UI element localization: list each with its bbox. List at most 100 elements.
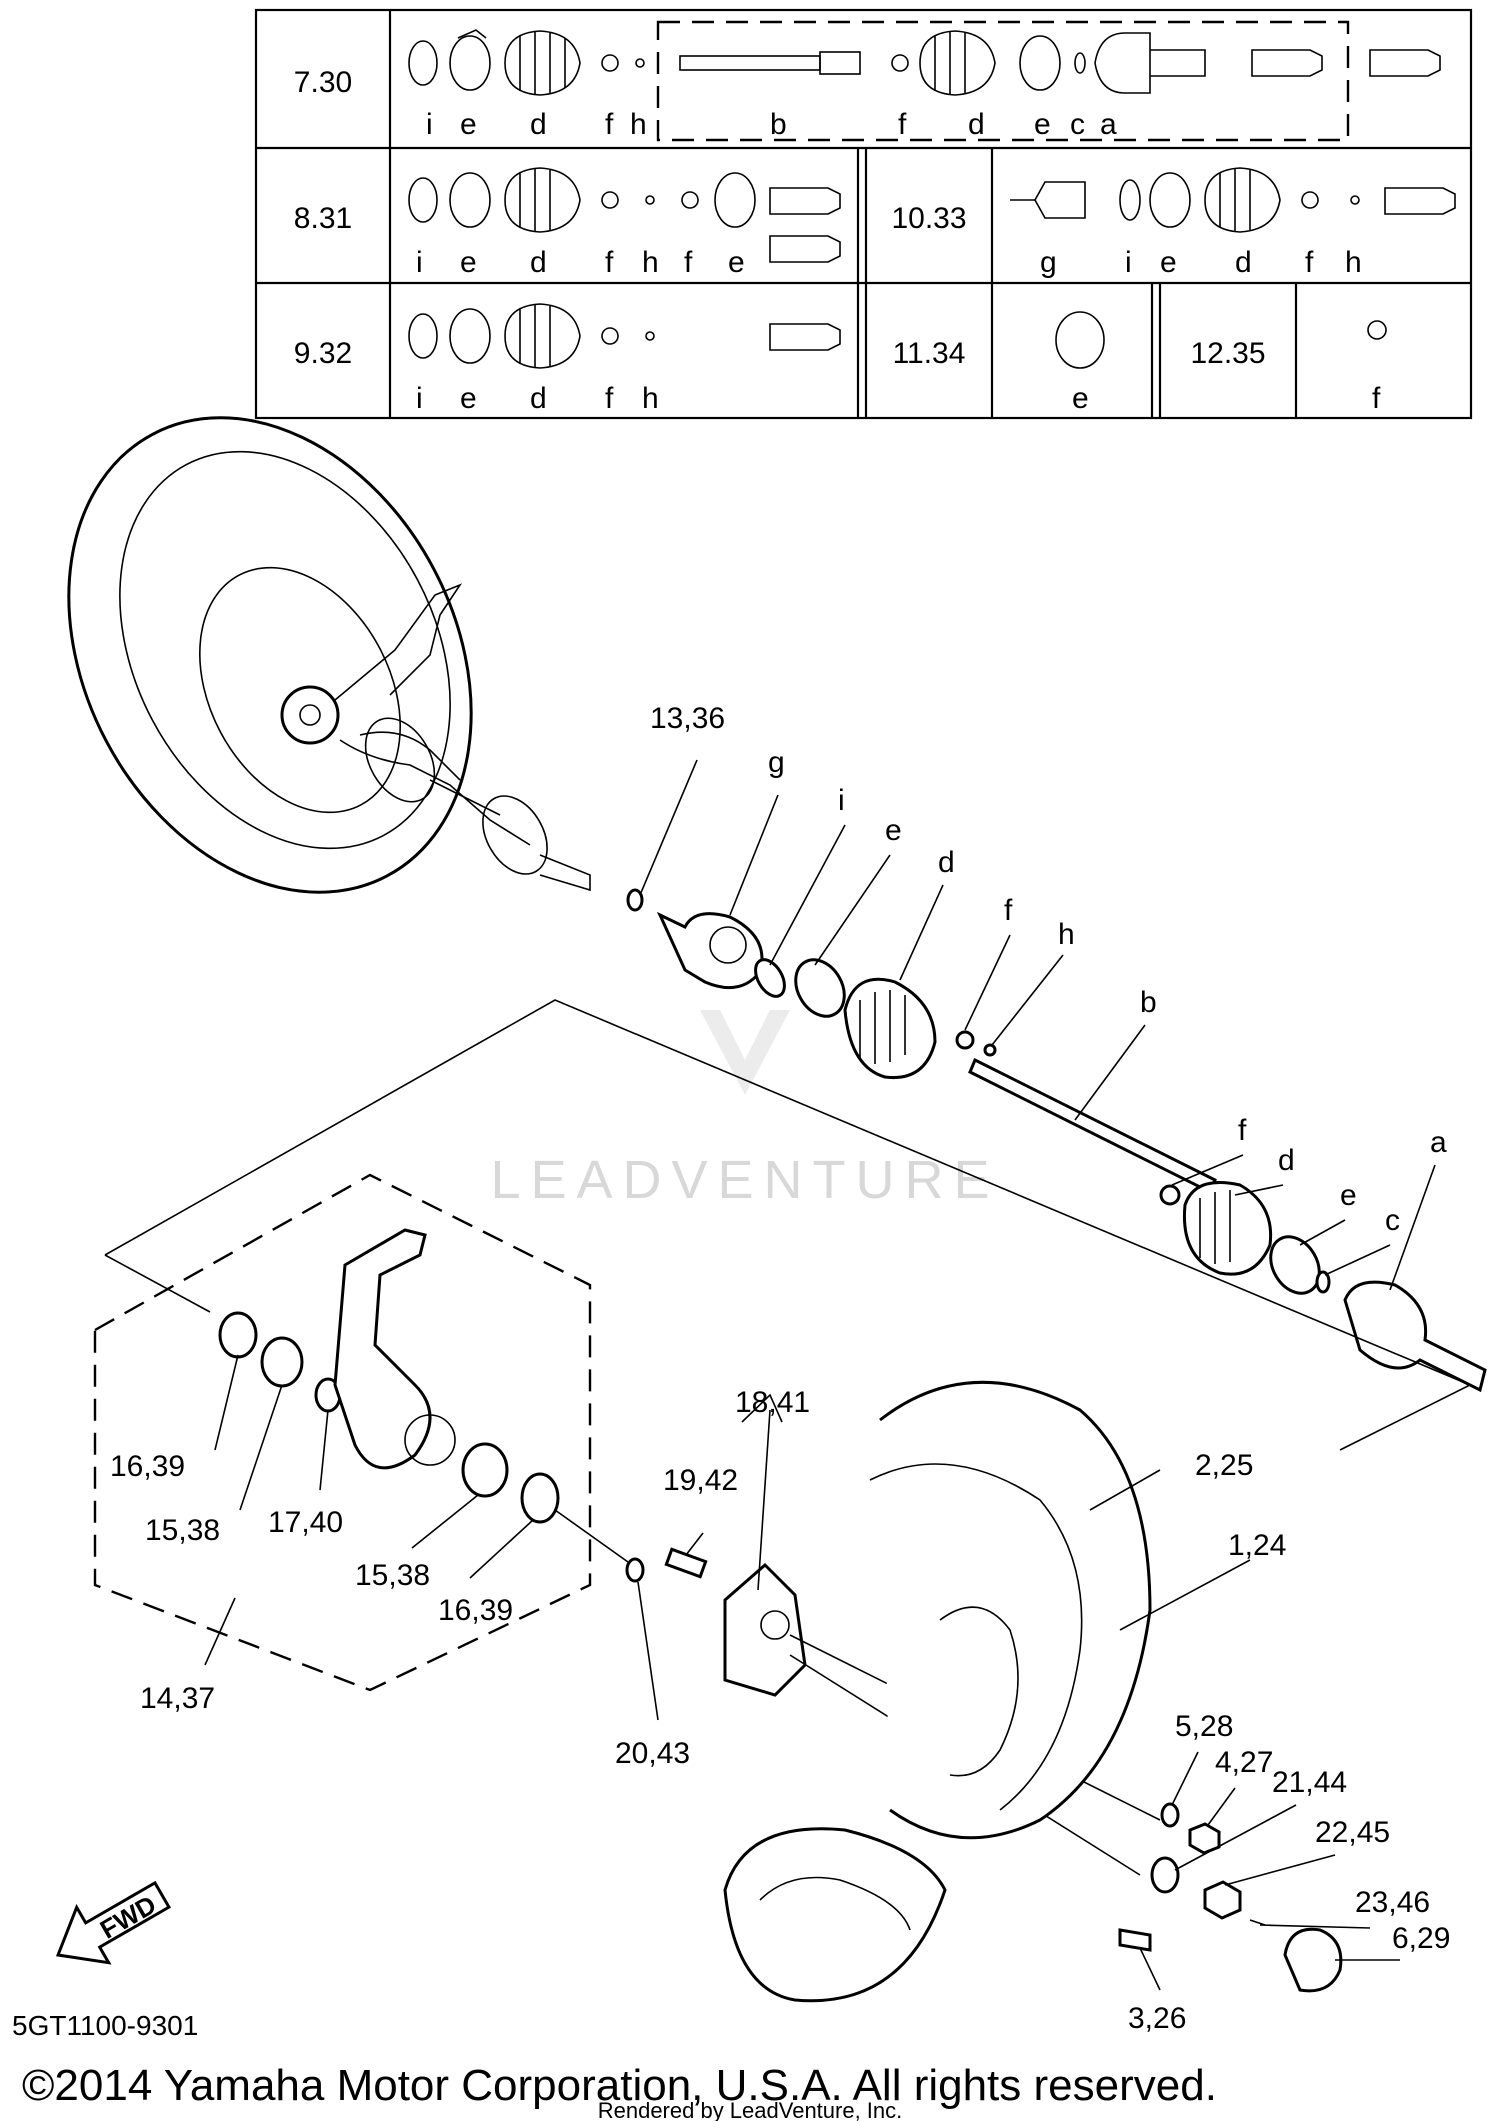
callout-5-28: 5,28 <box>1175 1710 1233 1743</box>
boot-d-2 <box>1182 1181 1273 1276</box>
callout-f-2: f <box>1238 1114 1247 1147</box>
knuckle-bearings <box>218 1228 645 1583</box>
callout-e: e <box>885 814 902 847</box>
hub-bolt-19-42 <box>664 1547 708 1579</box>
svg-text:c: c <box>1070 108 1085 141</box>
oil-seal-16-39 <box>218 1311 258 1359</box>
oil-seal-16-39-2 <box>520 1472 560 1524</box>
kit-table: 7.30 8.31 9.32 10.33 11.34 12.35 i e <box>254 8 1473 420</box>
callout-b: b <box>1140 986 1157 1019</box>
oring-i <box>754 958 786 998</box>
callout-3-26: 3,26 <box>1128 2002 1186 2035</box>
shaft-b <box>968 1057 1217 1195</box>
svg-text:d: d <box>968 108 985 141</box>
row-code-8-31: 8.31 <box>294 202 352 235</box>
knuckle <box>333 1228 432 1470</box>
leader-lines <box>204 759 1436 1991</box>
svg-text:i: i <box>426 108 433 141</box>
wheel-assembly-illustration <box>67 416 591 894</box>
band-e <box>794 958 846 1018</box>
band-f <box>955 1030 975 1050</box>
circlip-20-43 <box>625 1557 645 1583</box>
row-code-9-32: 9.32 <box>294 337 352 370</box>
washer-5-28 <box>1160 1802 1180 1828</box>
callout-13-36: 13,36 <box>650 702 725 735</box>
callout-16-39-a: 16,39 <box>110 1450 185 1483</box>
callout-19-42: 19,42 <box>663 1464 738 1497</box>
kit-row-3-letters: i e d f h e f <box>416 382 1381 415</box>
band-e-2 <box>1269 1235 1321 1295</box>
svg-text:e: e <box>728 246 745 279</box>
callout-labels: 13,36 g i e d f h b f d e c a 18,41 19,4… <box>110 702 1450 2035</box>
svg-text:f: f <box>605 382 614 415</box>
bearing-15-38-2 <box>461 1442 509 1498</box>
cap-6-29 <box>1283 1927 1343 1993</box>
kit-row-2-letters: i e d f h f e g i e d f h <box>416 246 1362 279</box>
svg-text:d: d <box>530 108 547 141</box>
svg-text:h: h <box>642 382 659 415</box>
svg-text:e: e <box>1072 382 1089 415</box>
svg-text:e: e <box>460 382 477 415</box>
svg-text:i: i <box>416 382 423 415</box>
callout-2-25: 2,25 <box>1195 1449 1253 1482</box>
callout-16-39-b: 16,39 <box>438 1594 513 1627</box>
svg-text:e: e <box>1034 108 1051 141</box>
diagram-code: 5GT1100-9301 <box>12 2010 198 2041</box>
callout-d: d <box>938 846 955 879</box>
nut-22-45 <box>1203 1880 1242 1920</box>
callout-15-38-b: 15,38 <box>355 1559 430 1592</box>
kit-row-2-parts <box>408 167 1456 263</box>
assembly-outline <box>93 999 1472 1692</box>
callout-6-29: 6,29 <box>1392 1922 1450 1955</box>
callout-1-24: 1,24 <box>1228 1529 1286 1562</box>
callout-20-43: 20,43 <box>615 1737 690 1770</box>
circlip-h <box>983 1043 997 1057</box>
row-code-10-33: 10.33 <box>891 202 966 235</box>
valve-3-26 <box>1118 1928 1152 1952</box>
cv-joint-a <box>1343 1280 1487 1393</box>
washer-21-44 <box>1150 1856 1180 1894</box>
callout-d-2: d <box>1278 1144 1295 1177</box>
svg-text:h: h <box>642 246 659 279</box>
callout-h: h <box>1058 918 1075 951</box>
svg-text:d: d <box>1235 246 1252 279</box>
svg-text:i: i <box>416 246 423 279</box>
svg-text:f: f <box>898 108 907 141</box>
svg-text:g: g <box>1040 246 1057 279</box>
svg-text:f: f <box>1372 382 1381 415</box>
svg-text:f: f <box>1305 246 1314 279</box>
kit-row-1-parts <box>408 29 1441 96</box>
circlip-13-36 <box>626 888 644 912</box>
callout-g: g <box>768 746 785 779</box>
kit-row-3-parts <box>408 303 1387 369</box>
callout-18-41: 18,41 <box>735 1386 810 1419</box>
svg-text:e: e <box>460 108 477 141</box>
svg-text:f: f <box>605 246 614 279</box>
svg-text:i: i <box>1125 246 1132 279</box>
hub-18-41 <box>723 1562 807 1697</box>
svg-text:d: d <box>530 382 547 415</box>
callout-c: c <box>1385 1204 1400 1237</box>
row-code-12-35: 12.35 <box>1190 337 1265 370</box>
cotter-pin-23-46 <box>1249 1919 1266 1926</box>
callout-f: f <box>1004 894 1013 927</box>
callout-15-38-a: 15,38 <box>145 1514 220 1547</box>
callout-21-44: 21,44 <box>1272 1766 1347 1799</box>
svg-text:f: f <box>605 108 614 141</box>
fwd-arrow-icon: FWD <box>55 1880 172 1965</box>
callout-e-2: e <box>1340 1179 1357 1212</box>
driveshaft-exploded <box>626 888 1487 1393</box>
callout-23-46: 23,46 <box>1355 1886 1430 1919</box>
bearing-15-38 <box>260 1336 304 1388</box>
svg-text:b: b <box>770 108 787 141</box>
svg-text:h: h <box>1345 246 1362 279</box>
callout-4-27: 4,27 <box>1215 1746 1273 1779</box>
rendered-by-text: Rendered by LeadVenture, Inc. <box>598 2098 903 2121</box>
callout-17-40: 17,40 <box>268 1506 343 1539</box>
hub-tire <box>664 1380 1343 2003</box>
circlip-c <box>1315 1270 1331 1294</box>
kit-row-1-letters: i e d f h b f d e c a <box>426 108 1117 141</box>
copyright-text: ©2014 Yamaha Motor Corporation, U.S.A. A… <box>22 2061 1217 2110</box>
row-code-7-30: 7.30 <box>294 66 352 99</box>
